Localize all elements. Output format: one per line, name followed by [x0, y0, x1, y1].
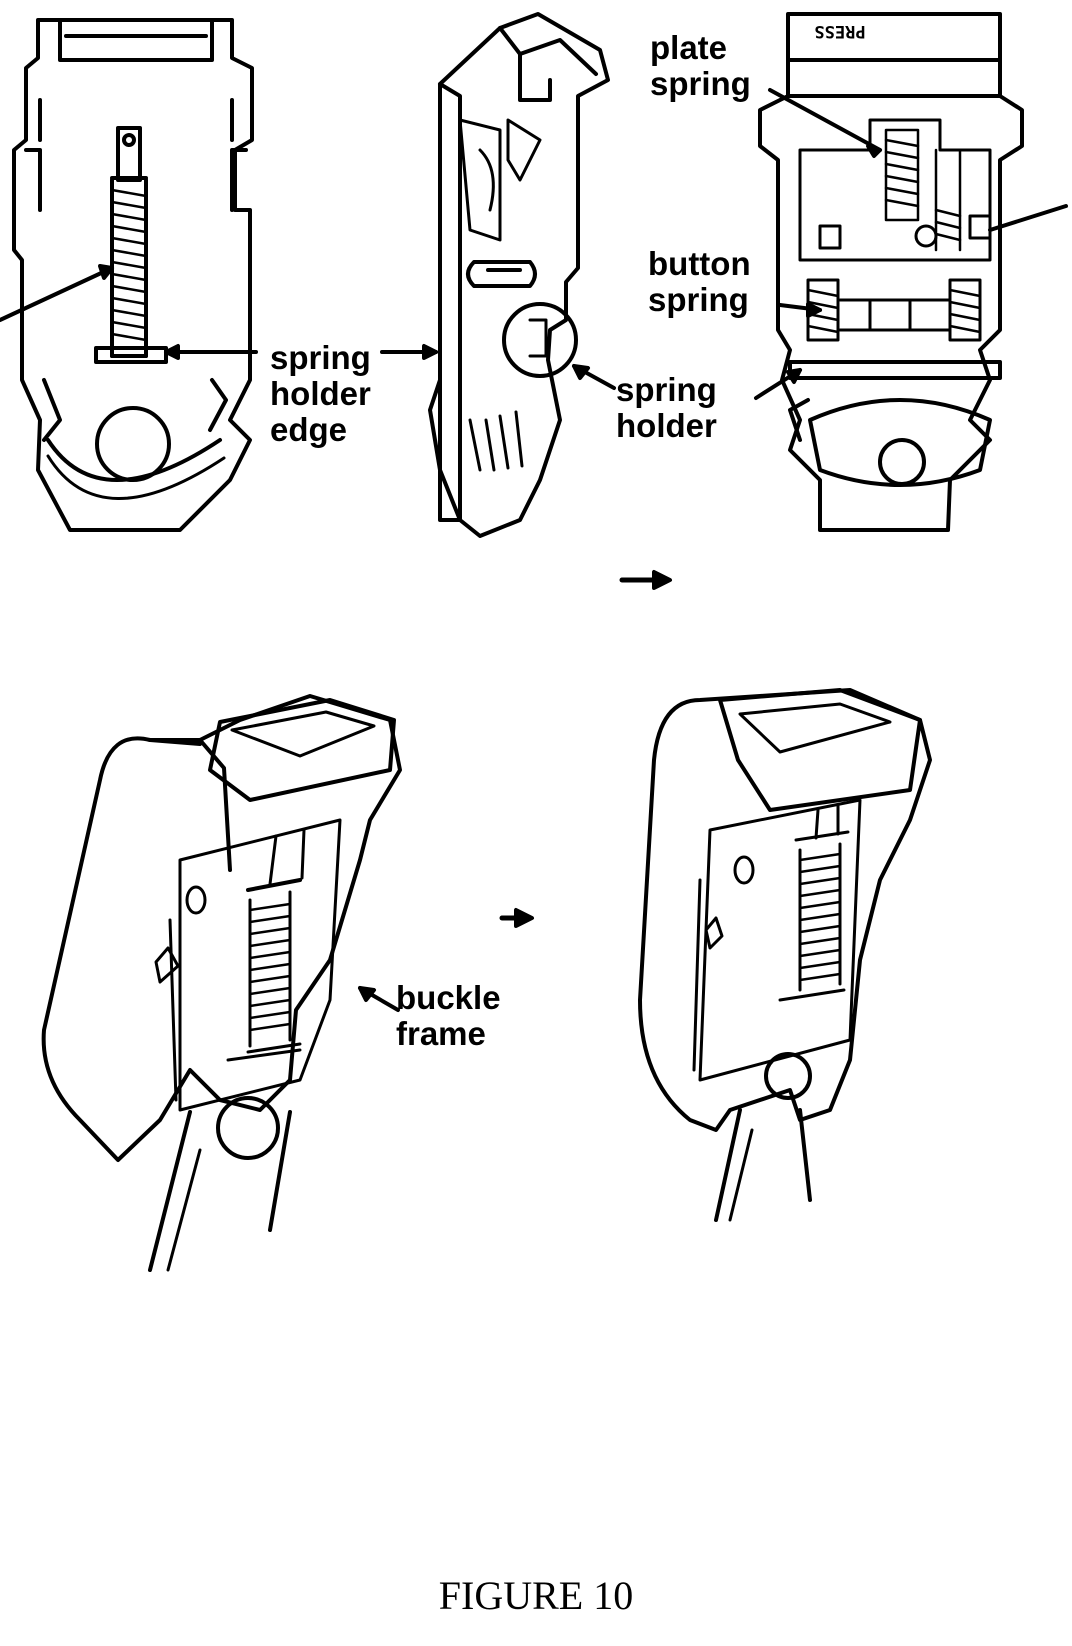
buckle-front-view-right: [756, 14, 1066, 530]
buckle-perspective-right: [640, 690, 930, 1220]
buckle-frame-line-2: frame: [396, 1015, 486, 1052]
spring-holder-label: spring holder: [616, 372, 717, 444]
plate-spring-label: plate spring: [650, 30, 751, 102]
sequence-arrow-middle: [502, 910, 532, 926]
button-spring-line-1: button: [648, 245, 751, 282]
sequence-arrow-top: [622, 572, 670, 588]
spring-holder-line-1: spring: [616, 371, 717, 408]
buckle-perspective-left: [44, 696, 400, 1270]
plate-spring-line-1: plate: [650, 29, 728, 66]
figure-caption: FIGURE 10: [438, 1573, 634, 1618]
spring-holder-edge-line-1: spring: [270, 339, 371, 376]
buckle-frame-line-1: buckle: [396, 979, 501, 1016]
spring-holder-edge-label: spring holder edge: [270, 340, 371, 448]
button-spring-line-2: spring: [648, 281, 749, 318]
plate-spring-line-2: spring: [650, 65, 751, 102]
buckle-front-view-left: [0, 20, 256, 530]
buckle-frame-label: buckle frame: [396, 980, 501, 1052]
buckle-side-view-middle: [382, 14, 614, 536]
button-spring-label: button spring: [648, 246, 751, 318]
spring-holder-edge-line-2: holder: [270, 375, 371, 412]
spring-holder-line-2: holder: [616, 407, 717, 444]
press-text: PRESS: [814, 21, 865, 41]
spring-holder-edge-line-3: edge: [270, 411, 348, 448]
